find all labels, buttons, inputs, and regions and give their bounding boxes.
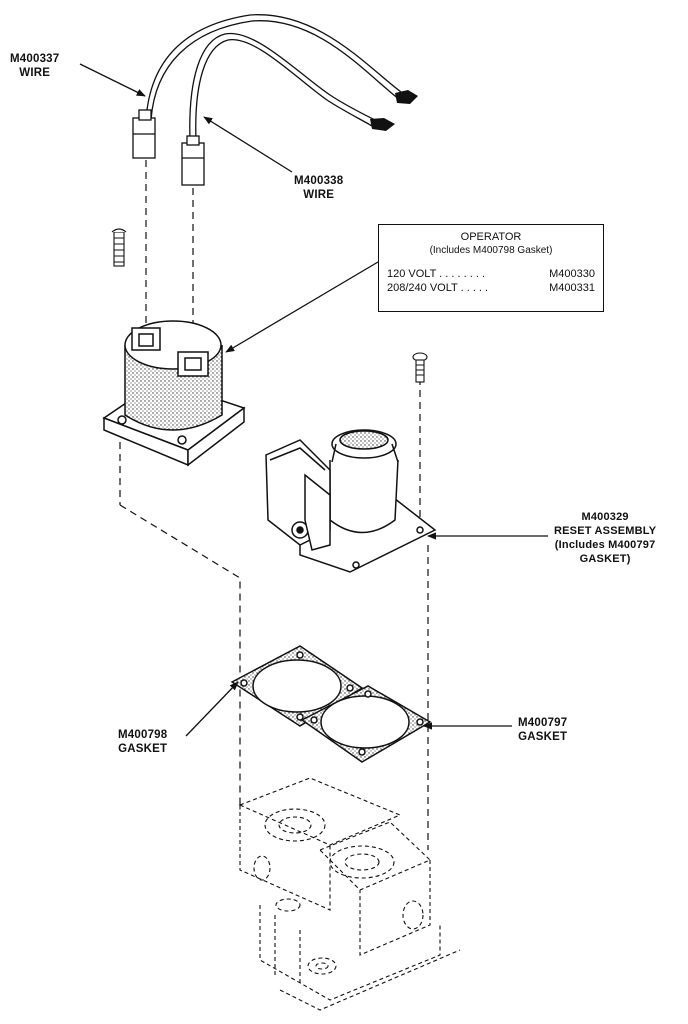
gasket-m400797 xyxy=(300,685,432,763)
operator-subtitle: (Includes M400798 Gasket) xyxy=(429,245,553,256)
operator-row-208-240v: 208/240 VOLT . . . . .M400331 xyxy=(387,282,595,294)
wire-m400337 xyxy=(145,14,406,121)
valve-body-phantom xyxy=(238,777,461,1011)
screw-right xyxy=(412,352,428,383)
label-gasket-m400798: M400798 GASKET xyxy=(118,729,168,755)
operator-coil xyxy=(102,320,246,467)
wire-terminal-lower xyxy=(370,118,395,131)
connector-m400337 xyxy=(132,109,156,159)
leader-arrows xyxy=(79,63,548,737)
label-wire-m400338: M400338 WIRE xyxy=(294,175,344,201)
wire-m400338 xyxy=(189,32,376,141)
operator-info-box: OPERATOR (Includes M400798 Gasket) 120 V… xyxy=(378,224,604,312)
operator-title: OPERATOR xyxy=(460,231,522,243)
operator-row-120v: 120 VOLT . . . . . . . .M400330 xyxy=(387,268,595,280)
wire-terminal-upper xyxy=(395,90,418,104)
reset-assembly xyxy=(265,429,437,573)
label-wire-m400337: M400337 WIRE xyxy=(10,53,60,79)
label-gasket-m400797: M400797 GASKET xyxy=(518,717,568,743)
screw-left xyxy=(111,228,127,267)
connector-m400338 xyxy=(181,135,205,186)
label-reset-assembly: M400329 RESET ASSEMBLY (Includes M400797… xyxy=(554,511,657,565)
